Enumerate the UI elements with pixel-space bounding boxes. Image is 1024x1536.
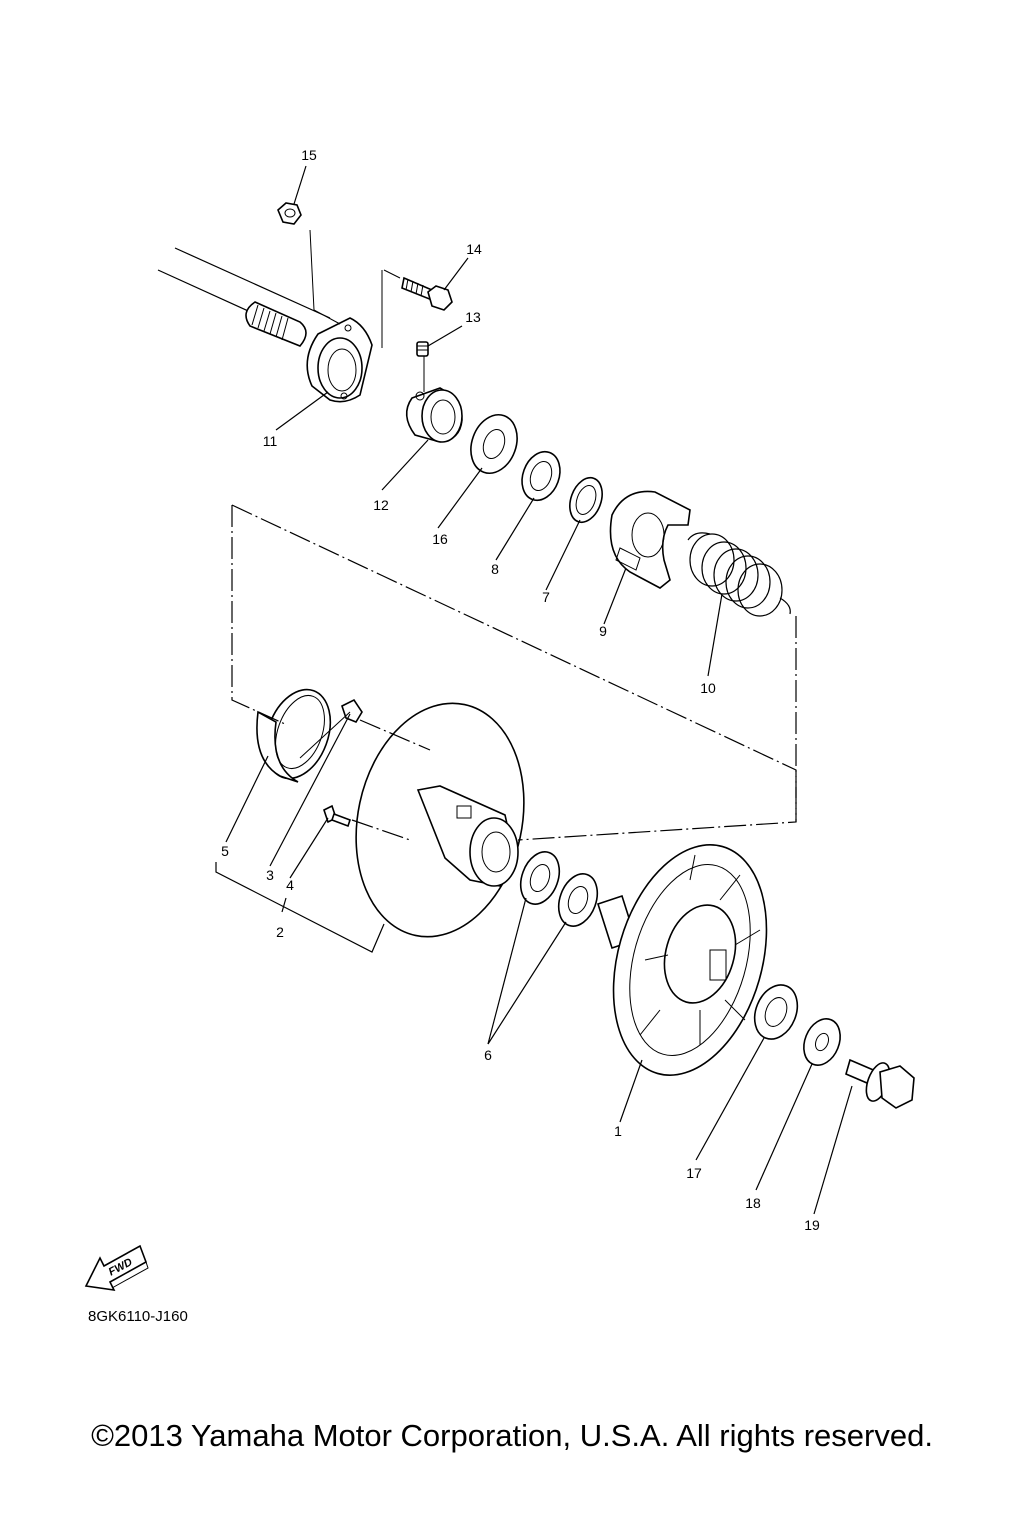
callout-14: 14 [466,241,482,257]
callout-11: 11 [263,433,278,449]
callout-1: 1 [614,1123,622,1139]
part-1-moveable-sheave [596,844,768,1076]
part-4-screw [323,804,352,828]
callout-15: 15 [301,147,317,163]
leader-lines [215,165,853,1215]
part-3-button [341,698,363,723]
part-13-set-screw [416,341,429,357]
part-8-lock-nut [521,450,561,502]
assembly-centerlines [231,229,797,841]
drive-shaft [157,247,331,347]
fwd-arrow-icon: FWD [84,1244,149,1292]
callout-6: 6 [484,1047,492,1063]
callout-13: 13 [465,309,481,325]
callout-4: 4 [286,877,294,893]
part-14-bolt [401,276,453,311]
part-17-washer [753,984,799,1040]
callout-2: 2 [276,924,284,940]
callout-18: 18 [745,1195,761,1211]
callout-labels: 15 14 13 11 12 16 8 7 9 10 5 3 4 2 6 1 1… [221,147,820,1233]
part-19-flange-bolt [845,1058,915,1109]
callout-12: 12 [373,497,389,513]
diagram-code: 8GK6110-J160 [88,1308,188,1325]
callout-8: 8 [491,561,499,577]
callout-3: 3 [266,867,274,883]
part-16-washer [470,414,518,474]
part-12-bearing [405,387,463,443]
part-15-nut [277,202,302,225]
part-5-ring [256,688,332,783]
part-9-cam [609,490,691,589]
callout-16: 16 [432,531,448,547]
copyright-notice: ©2013 Yamaha Motor Corporation, U.S.A. A… [91,1418,933,1453]
part-10-spring [687,532,791,617]
callout-19: 19 [804,1217,820,1233]
callout-9: 9 [599,623,607,639]
part-11-flange-housing [306,317,373,403]
callout-5: 5 [221,843,229,859]
callout-17: 17 [686,1165,702,1181]
callout-7: 7 [542,589,550,605]
part-2-sheave [355,702,525,938]
part-6-shims [519,851,599,927]
part-7-splined-washer [569,476,603,524]
part-18-washer [803,1018,841,1066]
callout-10: 10 [700,680,716,696]
